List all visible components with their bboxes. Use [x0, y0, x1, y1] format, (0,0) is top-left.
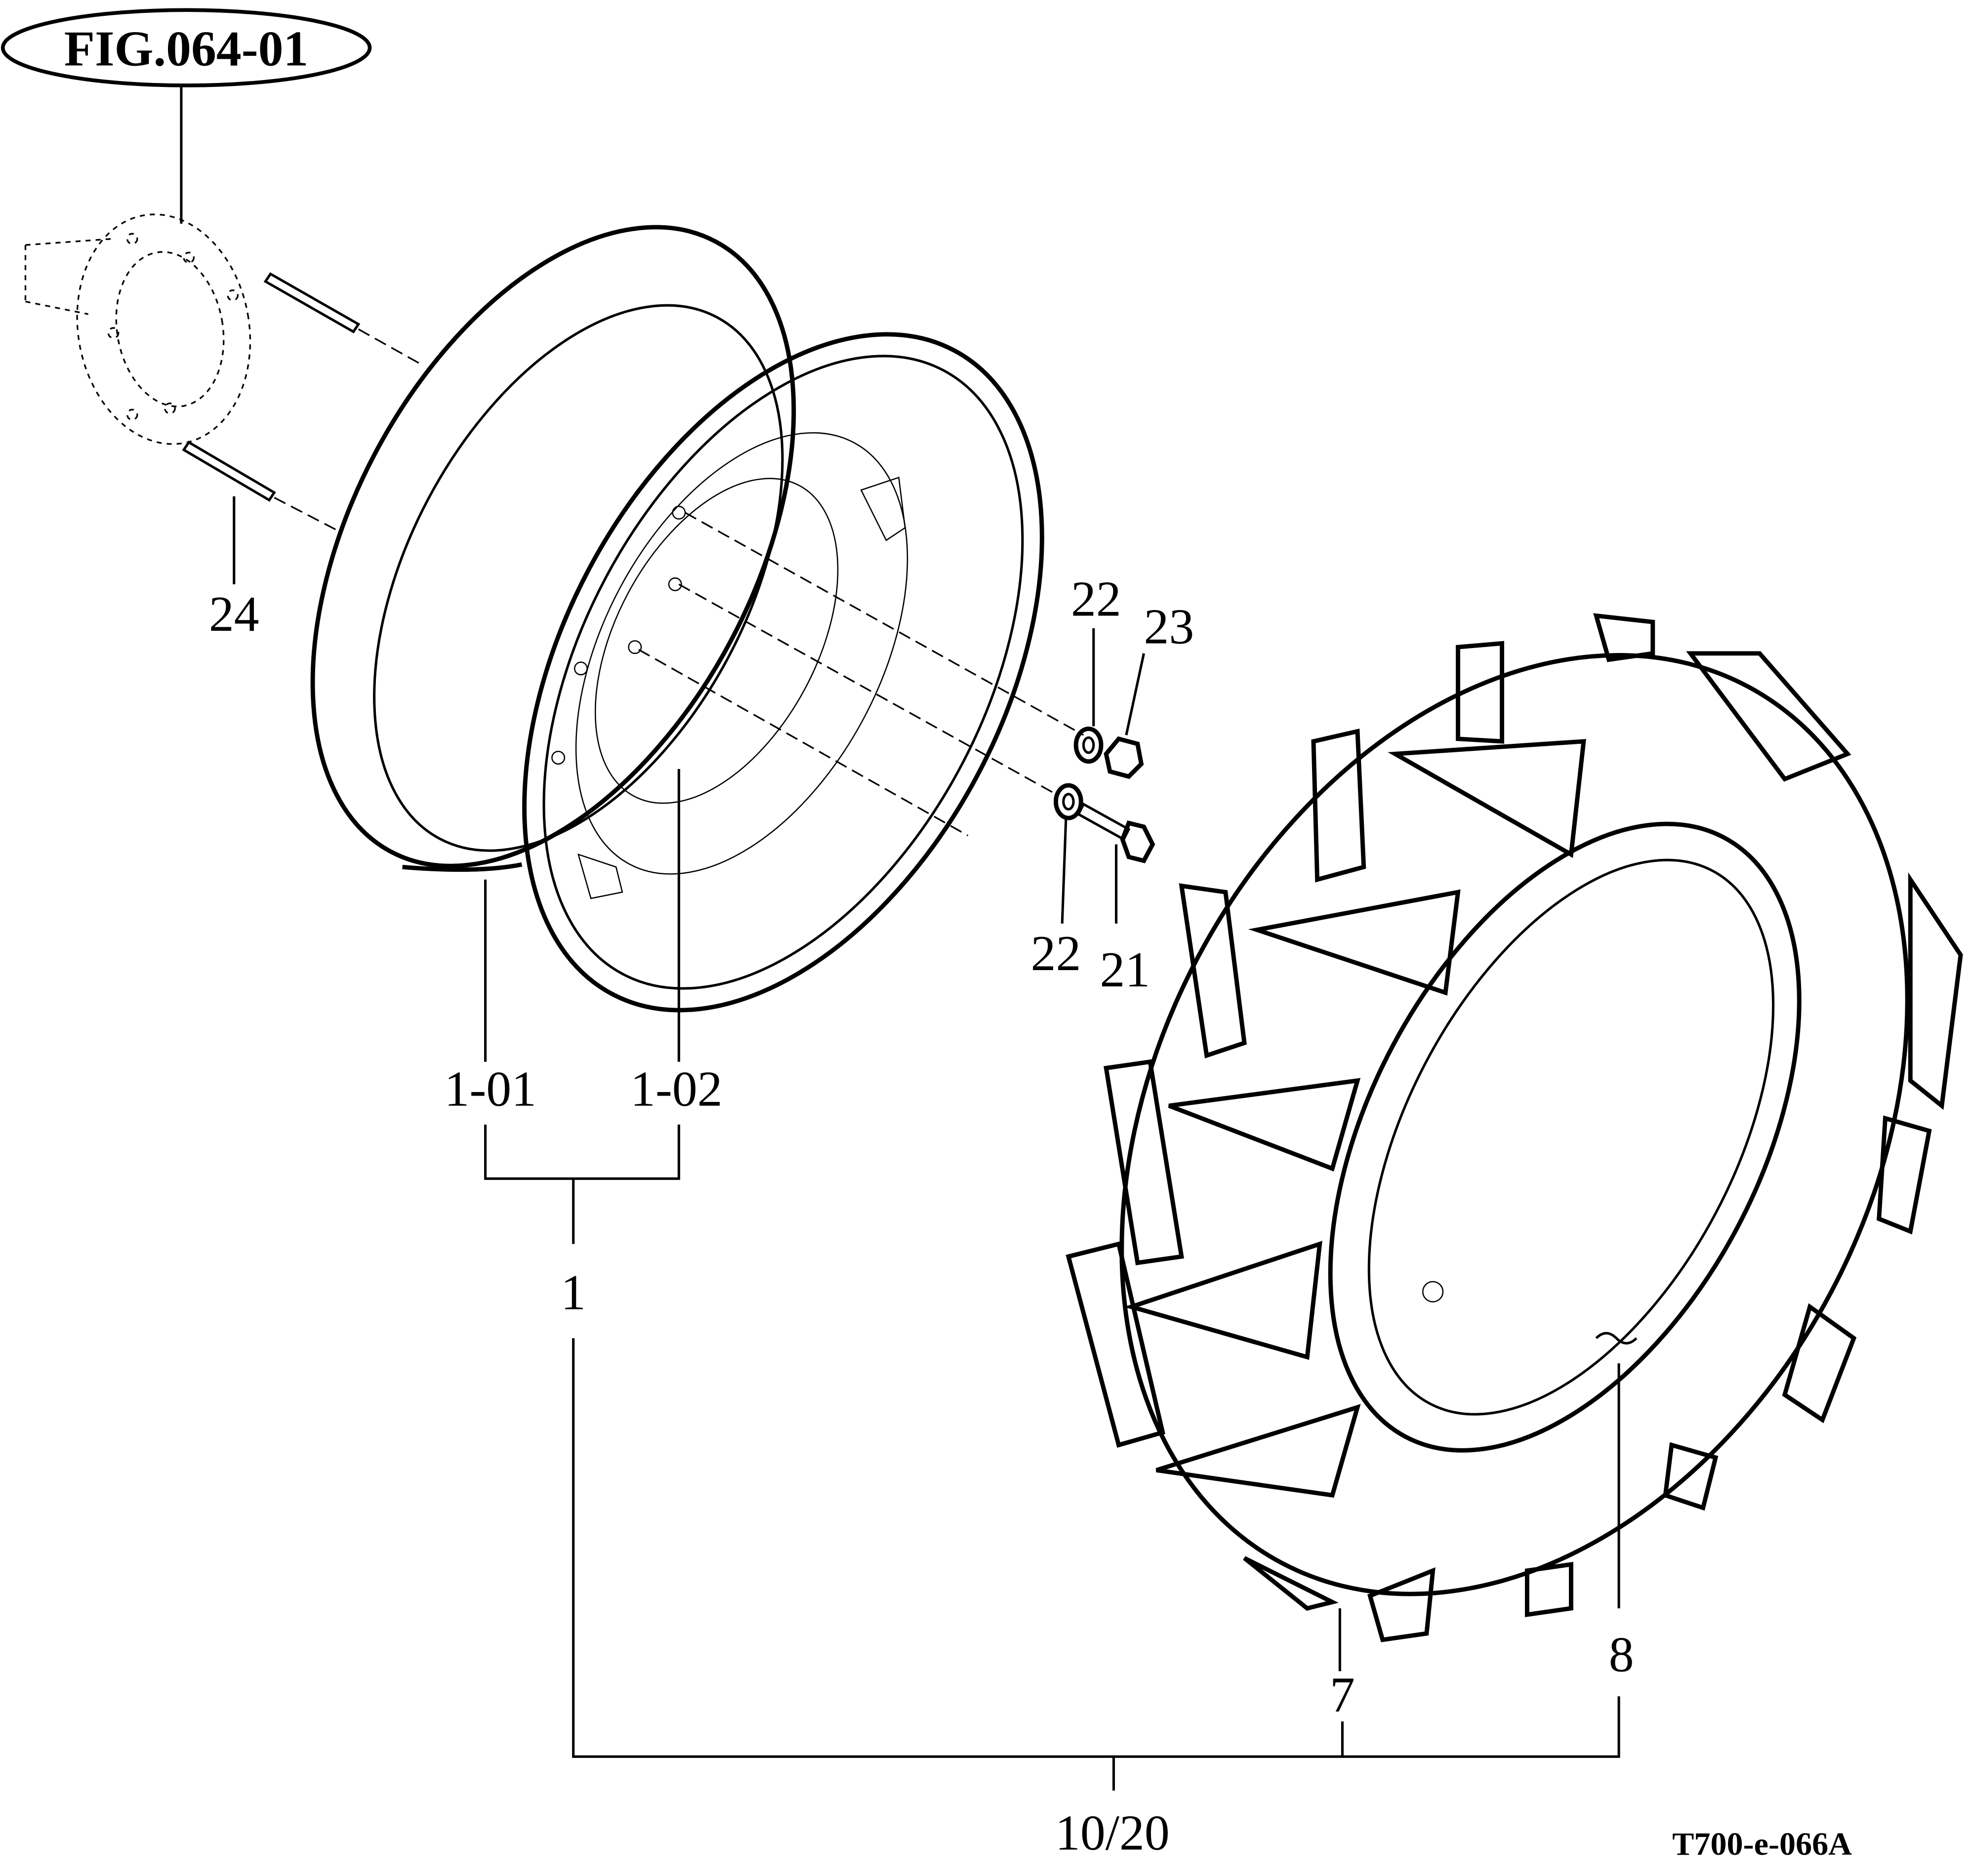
callout-22[interactable]: 22	[1031, 926, 1081, 981]
callout-1-01[interactable]: 1-01	[444, 1061, 536, 1117]
figure-reference-label: FIG.064-01	[64, 21, 309, 77]
assembly-bracket	[484, 1124, 1620, 1791]
tire[interactable]	[965, 518, 1971, 1731]
nut	[1104, 736, 1144, 779]
callout-22[interactable]: 22	[1071, 571, 1121, 627]
washer	[1054, 726, 1104, 820]
stud-bolt	[182, 272, 361, 502]
figure-reference[interactable]: FIG.064-01	[0, 8, 372, 87]
drawing-code: T700-e-066A	[1672, 1826, 1852, 1862]
callout-1-02[interactable]: 1-02	[630, 1061, 723, 1117]
callout-7[interactable]: 7	[1330, 1667, 1355, 1723]
wheel-rim[interactable]	[213, 147, 1149, 1098]
callout-1[interactable]: 1	[561, 1265, 586, 1321]
hub-reference-part	[24, 213, 251, 445]
callout-8[interactable]: 8	[1609, 1627, 1634, 1682]
callout-24[interactable]: 24	[209, 586, 259, 642]
callout-21[interactable]: 21	[1100, 942, 1150, 998]
callout-10-20[interactable]: 10/20	[1055, 1805, 1170, 1861]
tire-lugs	[1066, 613, 1963, 1642]
callout-23[interactable]: 23	[1144, 599, 1194, 654]
bolt	[1076, 802, 1155, 863]
